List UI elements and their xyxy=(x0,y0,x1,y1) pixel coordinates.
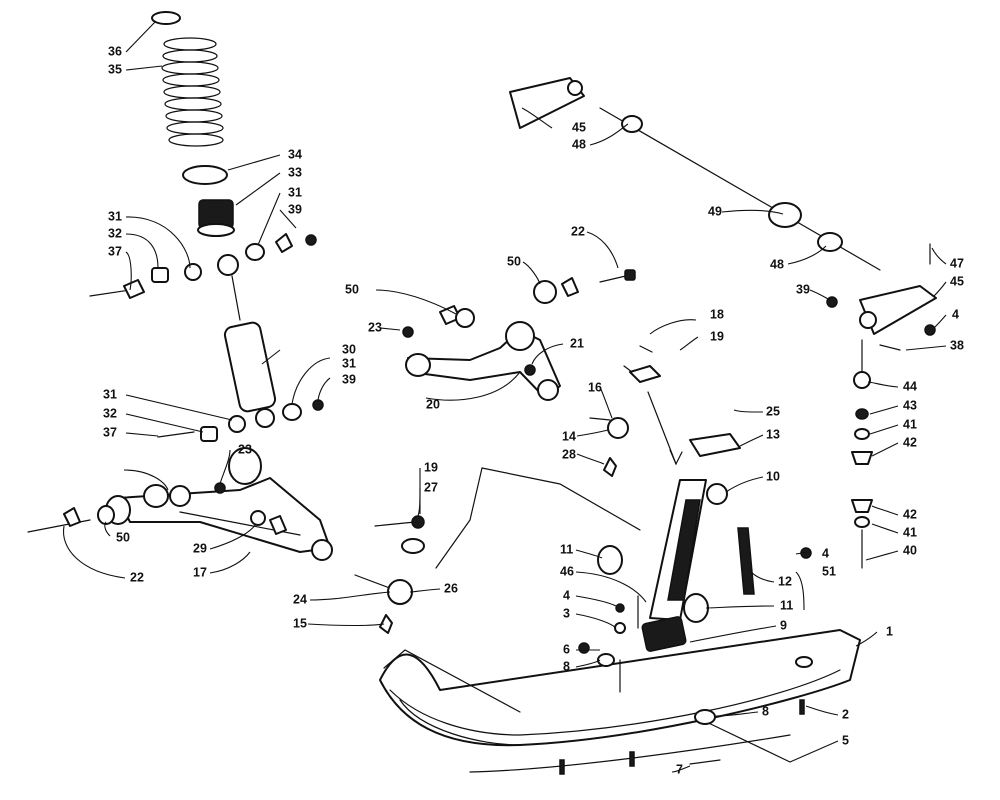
callout-36: 36 xyxy=(108,44,122,58)
callout-41: 41 xyxy=(903,525,917,539)
callout-22: 22 xyxy=(130,570,144,584)
callout-25: 25 xyxy=(766,404,780,418)
steering-linkage xyxy=(509,77,937,569)
callout-19: 19 xyxy=(424,460,438,474)
wear-bar xyxy=(737,527,755,595)
callout-21: 21 xyxy=(570,336,584,350)
callout-3: 3 xyxy=(563,606,570,620)
callout-14: 14 xyxy=(562,429,576,443)
callout-19: 19 xyxy=(710,329,724,343)
callout-34: 34 xyxy=(288,147,302,161)
callout-33: 33 xyxy=(288,165,302,179)
steering-arm-upper xyxy=(509,77,585,129)
callout-45: 45 xyxy=(572,120,586,134)
callout-13: 13 xyxy=(766,427,780,441)
coil-spring xyxy=(161,37,224,147)
shock-eye-top xyxy=(217,254,239,276)
callout-31: 31 xyxy=(288,185,302,199)
callout-46: 46 xyxy=(560,564,574,578)
callout-22: 22 xyxy=(571,224,585,238)
callout-20: 20 xyxy=(426,397,440,411)
callout-50: 50 xyxy=(345,282,359,296)
callout-17: 17 xyxy=(193,565,207,579)
callout-26: 26 xyxy=(444,581,458,595)
callout-7: 7 xyxy=(676,762,683,776)
callout-15: 15 xyxy=(293,616,307,630)
callout-41: 41 xyxy=(903,417,917,431)
callout-30: 30 xyxy=(342,342,356,356)
tie-rod-ends xyxy=(354,345,661,634)
shock-body xyxy=(223,321,277,413)
callout-40: 40 xyxy=(903,543,917,557)
callout-50: 50 xyxy=(507,254,521,268)
lower-a-arm xyxy=(27,447,333,561)
callout-4: 4 xyxy=(822,546,829,560)
callout-42: 42 xyxy=(903,435,917,449)
callout-24: 24 xyxy=(293,592,307,606)
callout-4: 4 xyxy=(563,588,570,602)
callout-28: 28 xyxy=(562,447,576,461)
callout-23: 23 xyxy=(238,442,252,456)
callout-44: 44 xyxy=(903,379,917,393)
callout-31: 31 xyxy=(103,387,117,401)
callout-43: 43 xyxy=(903,398,917,412)
callout-49: 49 xyxy=(708,204,722,218)
callout-10: 10 xyxy=(766,469,780,483)
callout-50: 50 xyxy=(116,530,130,544)
callout-45: 45 xyxy=(950,274,964,288)
callout-29: 29 xyxy=(193,541,207,555)
callout-16: 16 xyxy=(588,380,602,394)
callout-38: 38 xyxy=(950,338,964,352)
callout-39: 39 xyxy=(796,282,810,296)
callout-31: 31 xyxy=(108,209,122,223)
callout-42: 42 xyxy=(903,507,917,521)
callouts: 36 35 34 33 31 39 31 32 37 30 31 39 31 3… xyxy=(103,44,964,776)
callout-18: 18 xyxy=(710,307,724,321)
callout-39: 39 xyxy=(288,202,302,216)
callout-48: 48 xyxy=(770,257,784,271)
spring-seat xyxy=(182,165,228,185)
callout-31: 31 xyxy=(342,356,356,370)
callout-12: 12 xyxy=(778,574,792,588)
spring-cap xyxy=(151,11,181,25)
callout-47: 47 xyxy=(950,256,964,270)
callout-35: 35 xyxy=(108,62,122,76)
shock-assembly xyxy=(151,11,277,428)
ski xyxy=(379,547,861,775)
callout-27: 27 xyxy=(424,480,438,494)
shock-hardware xyxy=(89,233,324,442)
callout-11: 11 xyxy=(780,598,793,612)
callout-2: 2 xyxy=(842,707,849,721)
callout-4: 4 xyxy=(952,307,959,321)
ski-saddle xyxy=(641,616,687,652)
spindle-assembly xyxy=(435,391,755,623)
callout-23: 23 xyxy=(368,320,382,334)
callout-8: 8 xyxy=(563,659,570,673)
spindle-cap xyxy=(689,433,741,457)
callout-5: 5 xyxy=(842,733,849,747)
callout-6: 6 xyxy=(563,642,570,656)
callout-48: 48 xyxy=(572,137,586,151)
callout-32: 32 xyxy=(103,406,117,420)
callout-51: 51 xyxy=(822,564,836,578)
upper-a-arm xyxy=(402,269,636,401)
callout-32: 32 xyxy=(108,226,122,240)
callout-1: 1 xyxy=(886,624,893,638)
shock-eye-bottom xyxy=(255,408,275,428)
callout-9: 9 xyxy=(780,618,787,632)
callout-39: 39 xyxy=(342,372,356,386)
callout-37: 37 xyxy=(108,244,122,258)
callout-37: 37 xyxy=(103,425,117,439)
leader-lines xyxy=(62,21,947,773)
callout-8: 8 xyxy=(762,704,769,718)
callout-11: 11 xyxy=(560,542,573,556)
